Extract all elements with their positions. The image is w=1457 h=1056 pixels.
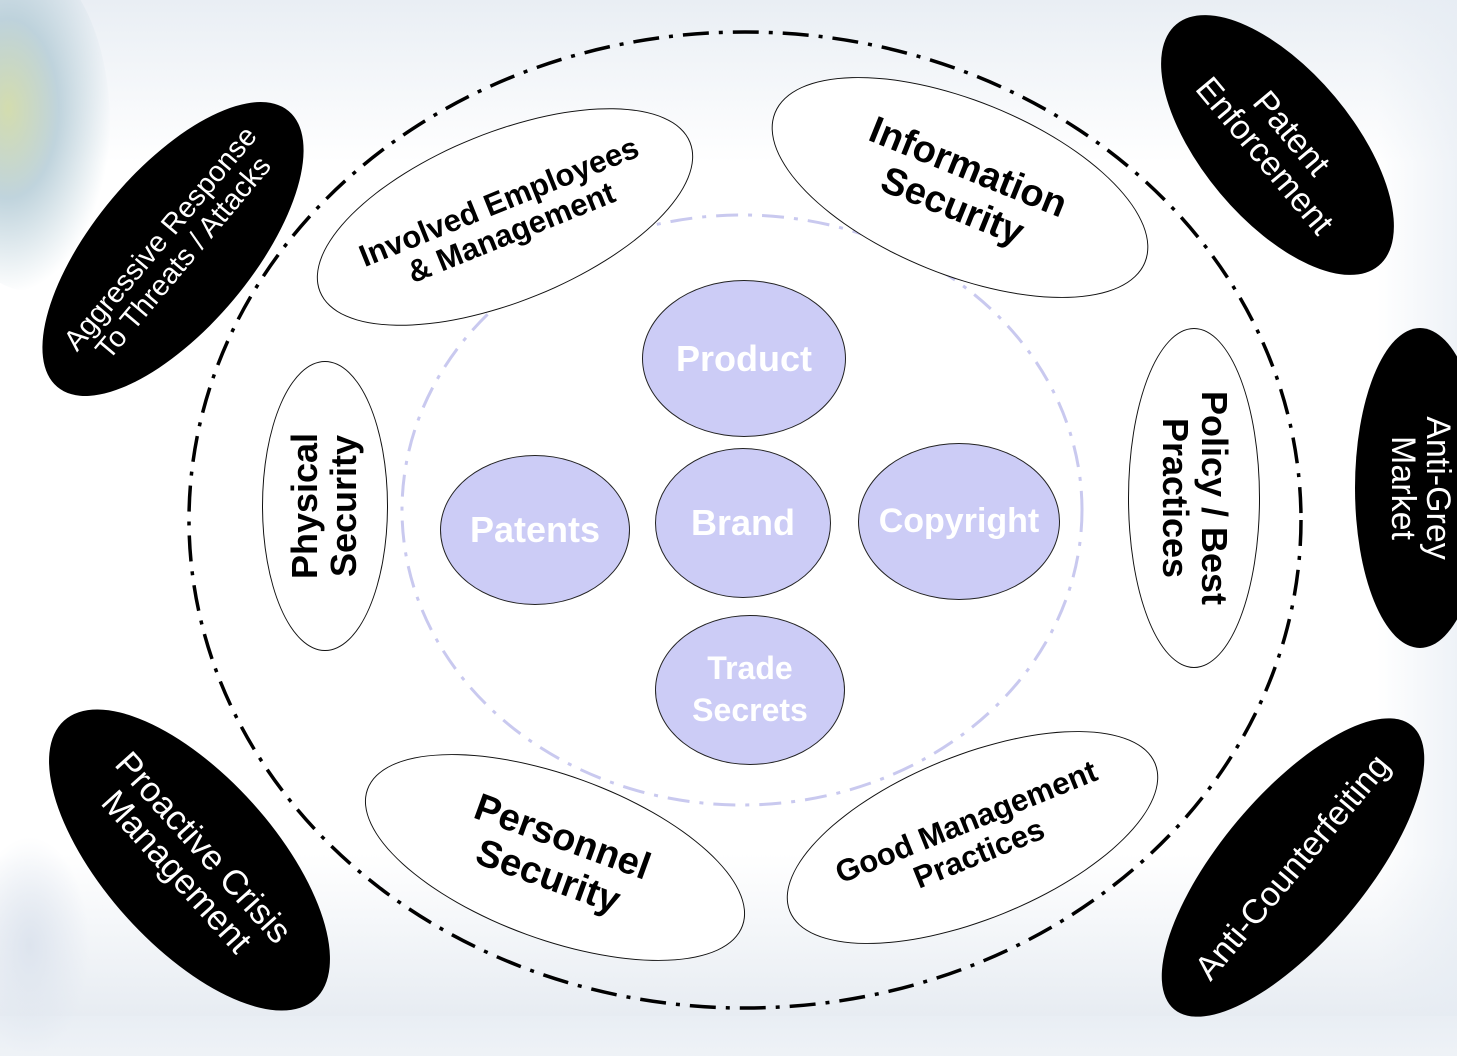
physical-security-label: Physical Security xyxy=(284,432,364,580)
product-node: Product xyxy=(642,280,846,437)
anti-grey-market-label: Anti-Grey Market xyxy=(1384,416,1457,560)
inner-boundary-ring xyxy=(400,213,1084,807)
policy-best-practices-label: Policy / Best Practices xyxy=(1155,390,1235,606)
trade-secrets-node: Trade Secrets xyxy=(655,615,845,765)
brand-node: Brand xyxy=(655,448,831,598)
patents-label: Patents xyxy=(469,509,601,550)
policy-best-practices-node: Policy / Best Practices xyxy=(1128,328,1260,668)
outer-boundary-ring xyxy=(187,30,1303,1010)
trade-secrets-label: Trade Secrets xyxy=(692,650,808,728)
patents-node: Patents xyxy=(440,455,630,605)
personnel-security-label: Personnel Security xyxy=(468,786,656,922)
brand-label: Brand xyxy=(690,502,795,543)
information-security-label: Information Security xyxy=(863,109,1073,254)
copyright-label: Copyright xyxy=(878,502,1040,540)
ring-layer xyxy=(187,30,1303,1010)
product-label: Product xyxy=(675,337,812,379)
physical-security-node: Physical Security xyxy=(262,361,388,651)
copyright-node: Copyright xyxy=(858,443,1060,600)
